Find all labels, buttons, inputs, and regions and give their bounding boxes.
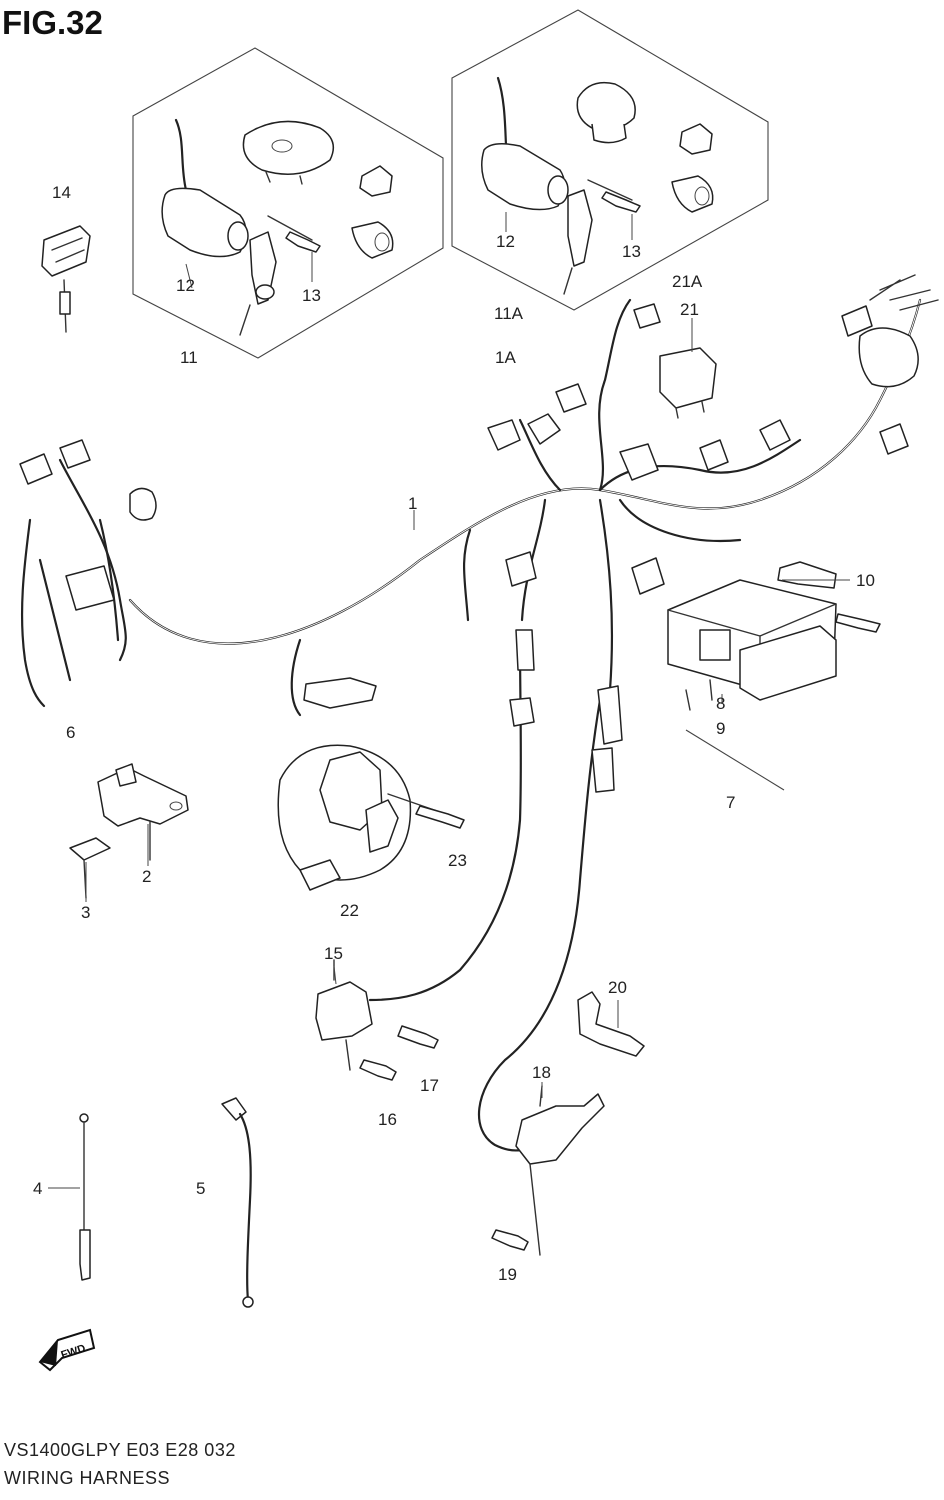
callout-11a: 11A: [494, 304, 523, 323]
callout-11: 11: [180, 348, 198, 367]
forward-arrow-icon: FWD: [38, 1328, 96, 1372]
screw-17: [397, 1025, 439, 1049]
fuse-box-7: [667, 579, 837, 791]
callout-3: 3: [81, 903, 91, 922]
callout-1: 1: [408, 494, 418, 513]
callout-22: 22: [340, 901, 359, 920]
ignition-clip-right: [679, 123, 713, 155]
ignition-switch-12-right: [481, 76, 593, 295]
cushion-3: [69, 837, 111, 899]
cable-tie-4: [48, 1113, 91, 1281]
callout-18: 18: [532, 1063, 551, 1082]
callout-12: 12: [496, 232, 515, 251]
ignition-bushing-right: [671, 175, 714, 213]
fuse-10: [777, 561, 837, 589]
callout-1a: 1A: [495, 348, 516, 367]
ignition-switch-kit-11a-frame: [451, 9, 769, 311]
main-wiring-harness-1: [128, 274, 939, 1152]
sensor-bracket-22: [277, 744, 412, 891]
callout-23: 23: [448, 851, 467, 870]
screw-19: [491, 1229, 529, 1251]
figure-title: FIG.32: [2, 4, 103, 41]
screw-16: [359, 1059, 397, 1081]
ignition-switch-kit-11-frame: [132, 47, 444, 359]
screw-13-left: [267, 215, 321, 253]
bracket-2: [97, 763, 189, 861]
cable-5: [221, 1097, 254, 1308]
callout-21: 21: [680, 300, 699, 319]
ignition-cover-right: [576, 81, 636, 144]
clamp-20: [577, 991, 645, 1057]
screw-10: [835, 613, 881, 633]
callout-21a: 21A: [672, 272, 703, 291]
callout-13: 13: [302, 286, 321, 305]
ignition-clip-left: [359, 165, 393, 197]
callout-10: 10: [856, 571, 875, 590]
callout-15: 15: [324, 944, 343, 963]
callout-2: 2: [142, 867, 152, 886]
callout-5: 5: [196, 1179, 206, 1198]
figure-name: WIRING HARNESS: [4, 1468, 171, 1488]
callout-20: 20: [608, 978, 627, 997]
screw-23: [387, 793, 465, 829]
callout-8: 8: [716, 694, 726, 713]
ignition-bushing-left: [351, 221, 394, 259]
callout-7: 7: [726, 793, 736, 812]
model-code: VS1400GLPY E03 E28 032: [4, 1440, 236, 1460]
callout-19: 19: [498, 1265, 517, 1284]
sensor-15: [315, 959, 373, 1071]
callout-6: 6: [66, 723, 76, 742]
callout-12: 12: [176, 276, 195, 295]
callout-13: 13: [622, 242, 641, 261]
callout-4: 4: [33, 1179, 43, 1198]
connector-14: [41, 225, 91, 333]
callout-14: 14: [52, 183, 71, 202]
callout-17: 17: [420, 1076, 439, 1095]
leader-lines: [85, 212, 850, 1098]
callout-9: 9: [716, 719, 726, 738]
switch-18: [515, 1085, 605, 1256]
ignition-switch-12-left: [161, 118, 277, 336]
ignition-cover-left: [242, 120, 335, 185]
callout-16: 16: [378, 1110, 397, 1129]
screw-13-right: [587, 179, 641, 213]
sub-harness-6: [19, 439, 157, 708]
